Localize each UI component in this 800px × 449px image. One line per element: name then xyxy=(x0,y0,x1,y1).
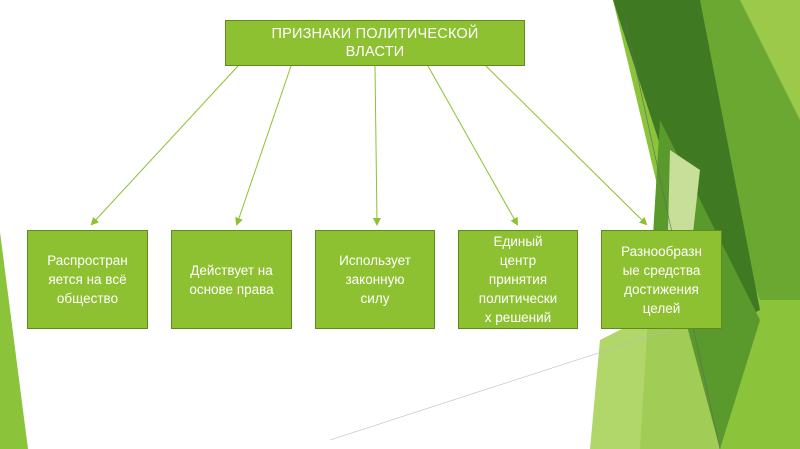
right-accent-shape-top xyxy=(740,0,800,120)
diagram-title: ПРИЗНАКИ ПОЛИТИЧЕСКОЙ ВЛАСТИ xyxy=(225,20,525,66)
connector-3 xyxy=(372,65,381,226)
feature-box-legal-force: Использует законную силу xyxy=(315,230,435,329)
feature-box-law: Действует на основе права xyxy=(171,230,292,329)
connector-5 xyxy=(485,65,648,226)
feature-box-society: Распростран яется на всё общество xyxy=(27,230,148,329)
left-accent-shape xyxy=(0,232,28,449)
connector-4 xyxy=(427,65,518,226)
connector-1 xyxy=(90,65,239,226)
bottom-accent-line xyxy=(329,319,701,441)
right-accent-shape-pale xyxy=(590,300,720,449)
feature-box-decision-center: Единый центр принятия политически х реше… xyxy=(458,230,578,329)
connector-2 xyxy=(235,65,292,226)
feature-box-means: Разнообразн ые средства достижения целей xyxy=(601,230,722,329)
